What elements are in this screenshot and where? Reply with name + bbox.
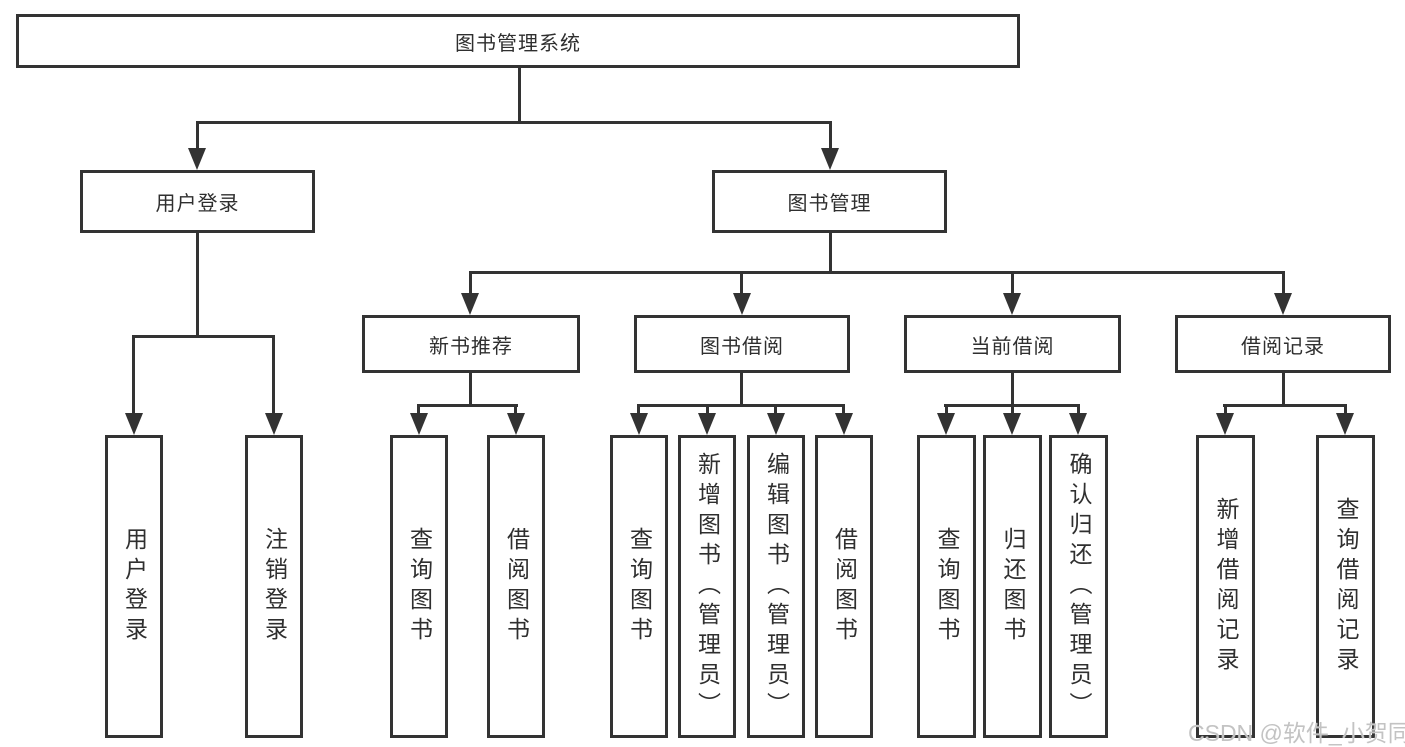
leaf-logout: 注销登录 — [245, 435, 303, 738]
connector-vline — [706, 404, 709, 415]
leaf-borrow-borrow-books: 借阅图书 — [815, 435, 873, 738]
connector-vline — [196, 121, 199, 151]
leaf-user-login: 用户登录 — [105, 435, 163, 738]
connector-vline — [774, 404, 777, 415]
arrow-down-icon — [937, 413, 955, 435]
arrow-down-icon — [630, 413, 648, 435]
arrow-down-icon — [1003, 413, 1021, 435]
connector-vline — [1224, 404, 1227, 415]
connector-vline — [1011, 404, 1014, 415]
connector-vline — [518, 68, 521, 124]
leaf-borrow-edit-books-admin: 编辑图书（管理员） — [747, 435, 805, 738]
arrow-down-icon — [698, 413, 716, 435]
node-root: 图书管理系统 — [16, 14, 1020, 68]
connector-hline — [469, 271, 1285, 274]
arrow-down-icon — [1216, 413, 1234, 435]
connector-vline — [829, 121, 832, 151]
arrow-down-icon — [461, 293, 479, 315]
connector-vline — [740, 373, 743, 407]
arrow-down-icon — [188, 148, 206, 170]
node-borrowing-records: 借阅记录 — [1175, 315, 1391, 373]
leaf-recommend-borrow-books: 借阅图书 — [487, 435, 545, 738]
connector-vline — [740, 271, 743, 295]
connector-vline — [945, 404, 948, 415]
arrow-down-icon — [1069, 413, 1087, 435]
leaf-recommend-query-books: 查询图书 — [390, 435, 448, 738]
connector-vline — [196, 233, 199, 338]
leaf-borrow-add-books-admin: 新增图书（管理员） — [678, 435, 736, 738]
node-book-borrowing: 图书借阅 — [634, 315, 850, 373]
arrow-down-icon — [767, 413, 785, 435]
connector-vline — [1011, 373, 1014, 407]
connector-hline — [417, 404, 518, 407]
leaf-current-return-books: 归还图书 — [983, 435, 1042, 738]
connector-vline — [829, 233, 832, 274]
leaf-current-confirm-return-admin: 确认归还（管理员） — [1049, 435, 1108, 738]
connector-hline — [132, 335, 275, 338]
connector-vline — [1282, 271, 1285, 295]
connector-vline — [637, 404, 640, 415]
arrow-down-icon — [835, 413, 853, 435]
connector-hline — [637, 404, 845, 407]
connector-vline — [132, 335, 135, 415]
connector-vline — [417, 404, 420, 415]
arrow-down-icon — [1274, 293, 1292, 315]
leaf-current-query-books: 查询图书 — [917, 435, 976, 738]
leaf-records-query-record: 查询借阅记录 — [1316, 435, 1375, 738]
connector-vline — [842, 404, 845, 415]
node-current-borrowing: 当前借阅 — [904, 315, 1121, 373]
connector-vline — [469, 271, 472, 295]
connector-vline — [1077, 404, 1080, 415]
connector-vline — [1011, 271, 1014, 295]
arrow-down-icon — [507, 413, 525, 435]
arrow-down-icon — [821, 148, 839, 170]
watermark: CSDN @软件_小贺同学 — [1188, 720, 1405, 746]
node-new-book-recommendation: 新书推荐 — [362, 315, 580, 373]
leaf-records-add-record: 新增借阅记录 — [1196, 435, 1255, 738]
arrow-down-icon — [125, 413, 143, 435]
connector-vline — [1282, 373, 1285, 407]
arrow-down-icon — [265, 413, 283, 435]
arrow-down-icon — [1336, 413, 1354, 435]
connector-vline — [469, 373, 472, 407]
arrow-down-icon — [733, 293, 751, 315]
node-book-management: 图书管理 — [712, 170, 947, 233]
connector-hline — [1223, 404, 1347, 407]
connector-vline — [1344, 404, 1347, 415]
connector-hline — [196, 121, 832, 124]
connector-vline — [514, 404, 517, 415]
node-user-login: 用户登录 — [80, 170, 315, 233]
arrow-down-icon — [1003, 293, 1021, 315]
connector-vline — [272, 335, 275, 415]
arrow-down-icon — [410, 413, 428, 435]
leaf-borrow-query-books: 查询图书 — [610, 435, 668, 738]
